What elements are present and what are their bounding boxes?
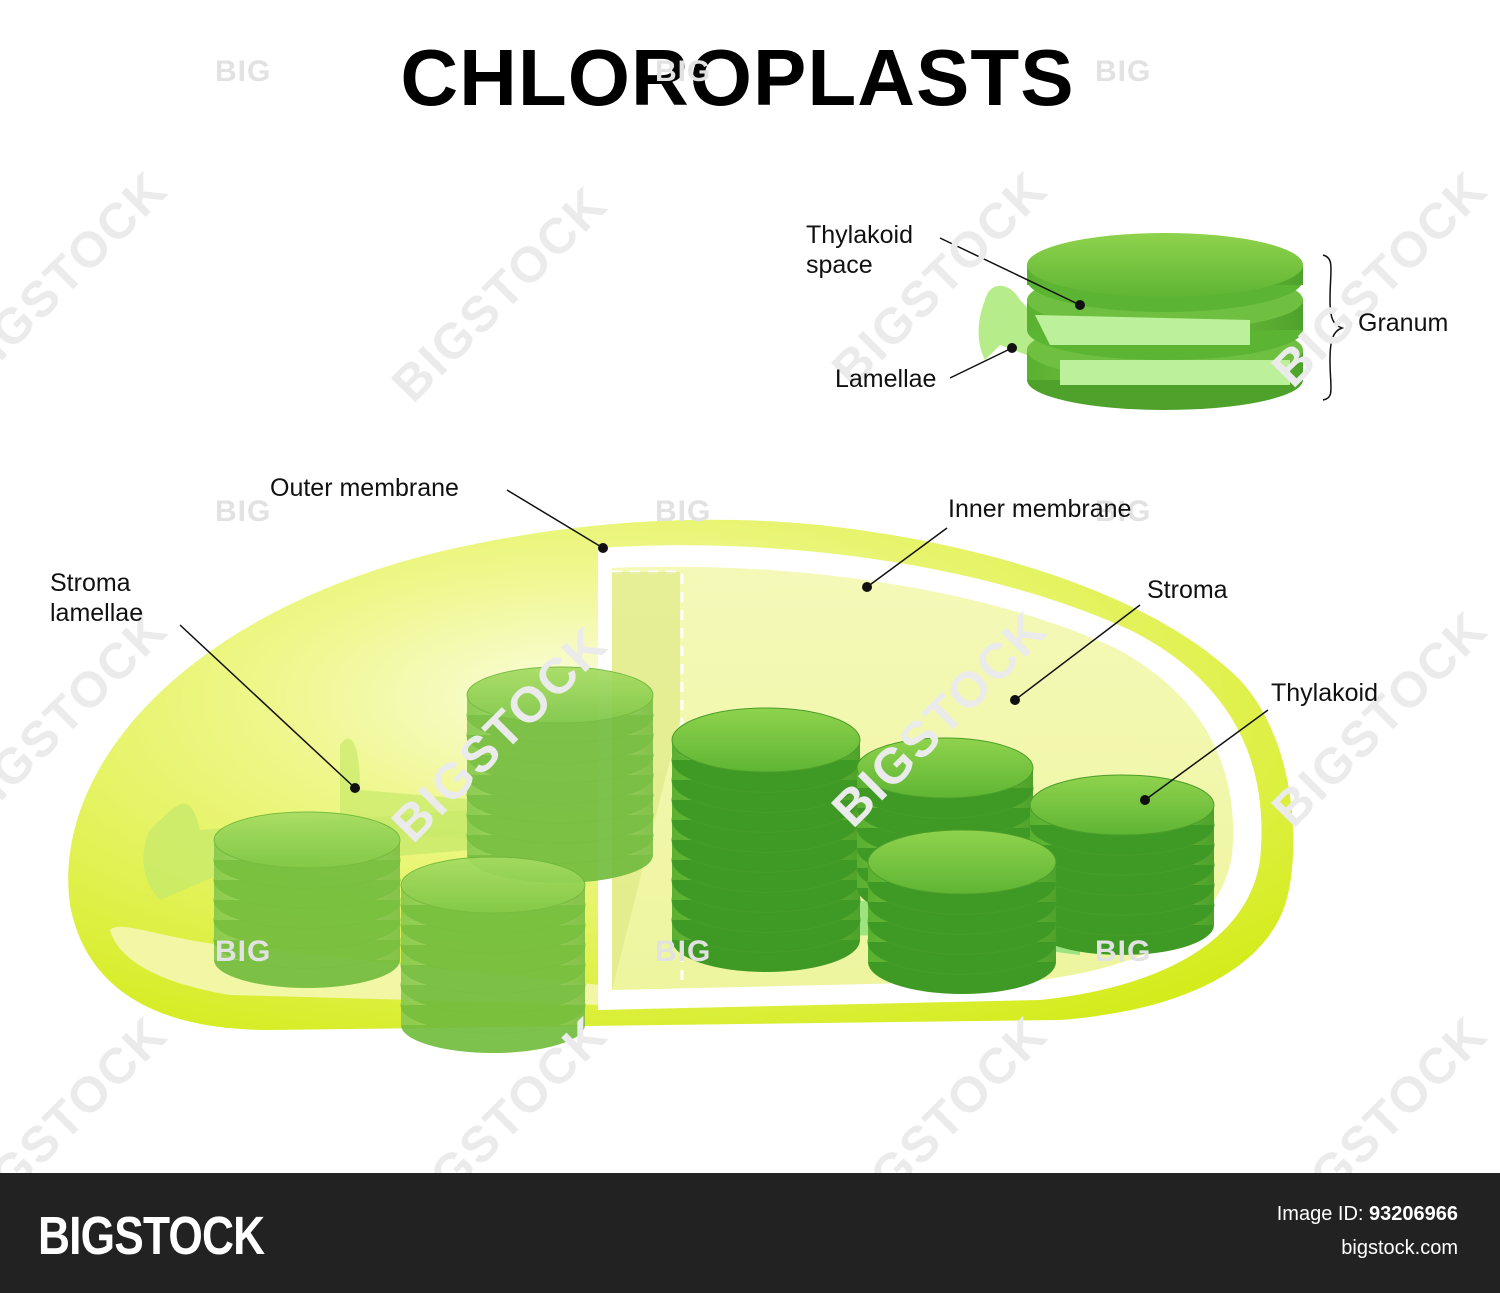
thylakoid-disc-top (213, 811, 401, 869)
label-granum: Granum (1358, 309, 1449, 337)
watermark-big-9: BIG (1095, 935, 1152, 968)
footer-site-url: bigstock.com (1341, 1237, 1458, 1259)
stroma-lamella-upper (340, 738, 480, 840)
thylakoid-disc-top (1029, 774, 1215, 836)
watermark-big-4: BIG (215, 495, 272, 528)
thylakoid-disc-top (400, 856, 586, 914)
leader-lines (179, 237, 1345, 801)
label-stroma-lamellae-line2: lamellae (50, 599, 144, 627)
footer-brand-logo: BIGSTOCK (38, 1206, 265, 1266)
footer-bar: BIGSTOCK Image ID: 93206966 bigstock.com (0, 1173, 1500, 1293)
label-outer-membrane: Outer membrane (270, 474, 459, 502)
label-stroma-lamellae-line1: Stroma (50, 569, 131, 597)
thylakoid-disc-top (671, 707, 861, 773)
watermark-big-1: BIG (215, 55, 272, 88)
leader-dots (350, 300, 1150, 805)
label-thylakoid-space: Thylakoid space (806, 220, 913, 280)
label-thylakoid: Thylakoid (1271, 679, 1378, 707)
granum-right (1029, 774, 1215, 955)
watermark-big-5: BIG (655, 495, 712, 528)
label-inner-membrane: Inner membrane (948, 495, 1132, 523)
granum-back-left (466, 666, 654, 883)
granum-left-front (400, 856, 586, 1053)
watermark-big-3: BIG (1095, 55, 1152, 88)
image-id-value: 93206966 (1369, 1203, 1458, 1225)
page-title: CHLOROPLASTS (400, 33, 1075, 122)
watermark-big-6: BIG (1095, 495, 1152, 528)
watermark-big-7: BIG (215, 935, 272, 968)
inset-lamella (978, 285, 1040, 360)
granum-front-right (867, 829, 1057, 994)
chloroplast-illustration (68, 233, 1345, 1053)
image-id-label: Image ID: (1276, 1203, 1364, 1225)
thylakoid-disc-top (867, 829, 1057, 895)
watermark-big-2: BIG (655, 55, 712, 88)
footer-image-id: Image ID: 93206966 (1277, 1203, 1458, 1226)
thylakoid-disc-top (856, 737, 1034, 799)
inset-granum (978, 233, 1303, 410)
watermark-big-8: BIG (655, 935, 712, 968)
label-stroma-lamellae: Stroma lamellae (50, 568, 143, 628)
label-stroma: Stroma (1147, 576, 1228, 604)
label-thylakoid-space-line2: space (806, 251, 873, 279)
granum-left (213, 811, 401, 988)
label-lamellae: Lamellae (835, 365, 937, 393)
granum-center (671, 707, 861, 972)
thylakoid-disc-top (466, 666, 654, 724)
label-thylakoid-space-line1: Thylakoid (806, 221, 913, 249)
